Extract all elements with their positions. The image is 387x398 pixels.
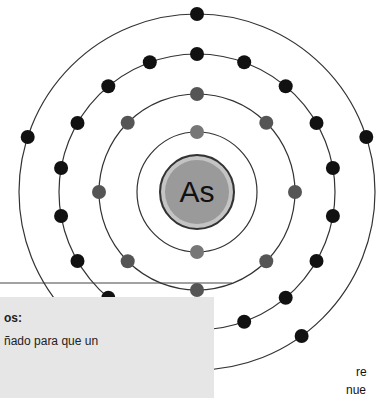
box-heading: os:: [4, 311, 208, 325]
text-fragment: nue: [346, 383, 366, 397]
electron-dot: [121, 254, 135, 268]
electron-dot: [259, 116, 273, 130]
electron-dot: [359, 130, 373, 144]
electrons: [21, 7, 374, 343]
nucleus-circle: As: [159, 154, 235, 230]
electron-dot: [295, 329, 309, 343]
electron-dot: [237, 315, 251, 329]
electron-dot: [310, 116, 324, 130]
electron-dot: [259, 254, 273, 268]
box-text: ñado para que un: [4, 334, 208, 348]
electron-dot: [190, 87, 204, 101]
electron-dot: [279, 79, 293, 93]
text-fragment: re: [356, 365, 367, 379]
electron-dot: [237, 55, 251, 69]
shell-orbit: [59, 54, 335, 330]
electron-dot: [190, 47, 204, 61]
electron-dot: [70, 254, 84, 268]
electron-dot: [54, 161, 68, 175]
electron-dot: [326, 161, 340, 175]
electron-dot: [190, 245, 204, 259]
electron-dot: [190, 125, 204, 139]
electron-dot: [190, 283, 204, 297]
electron-dot: [54, 209, 68, 223]
shell-orbit: [99, 94, 295, 290]
electron-dot: [279, 291, 293, 305]
electron-dot: [21, 130, 35, 144]
electron-dot: [101, 79, 115, 93]
electron-dot: [121, 116, 135, 130]
shell-orbit: [137, 132, 257, 252]
electron-dot: [190, 7, 204, 21]
electron-dot: [70, 116, 84, 130]
electron-dot: [92, 185, 106, 199]
element-symbol: As: [179, 175, 214, 209]
electron-dot: [326, 209, 340, 223]
electron-dot: [143, 55, 157, 69]
electron-dot: [310, 254, 324, 268]
electron-dot: [288, 185, 302, 199]
note-box: os: ñado para que un: [0, 297, 214, 398]
